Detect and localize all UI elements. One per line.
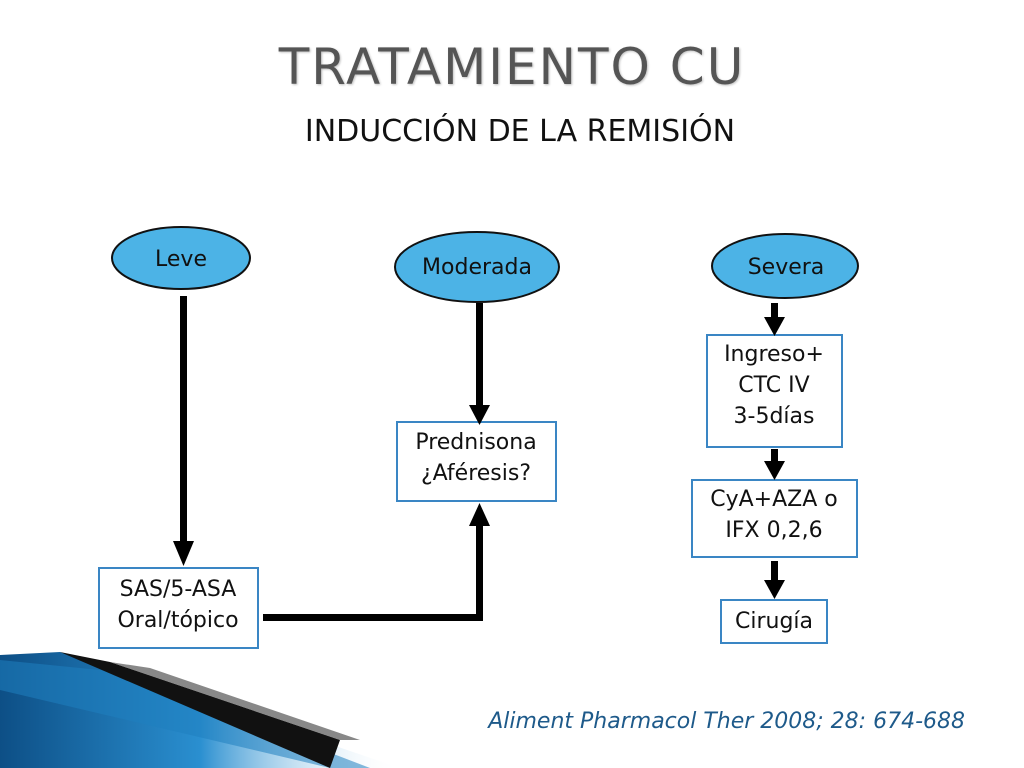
cirugia-label: Cirugía <box>735 609 813 634</box>
cya-box <box>691 479 858 558</box>
arrow-sas-to-prednisona <box>263 503 490 621</box>
arrow-ingreso-to-cya <box>764 449 785 480</box>
slide-subtitle: INDUCCIÓN DE LA REMISIÓN <box>304 114 736 149</box>
ingreso-box <box>706 334 843 448</box>
arrow-leve-to-sas <box>173 296 194 566</box>
cirugia-box <box>720 599 828 644</box>
ingreso-line1: Ingreso+ <box>724 342 824 367</box>
severa-ellipse <box>711 233 859 299</box>
prednisona-box <box>396 421 557 502</box>
prednisona-line1: Prednisona <box>415 430 536 455</box>
moderada-label: Moderada <box>422 255 532 280</box>
prednisona-line2: ¿Aféresis? <box>421 461 531 486</box>
severa-label: Severa <box>748 255 825 280</box>
cya-line1: CyA+AZA o <box>710 487 838 512</box>
arrow-moderada-to-prednisona <box>469 303 490 425</box>
decorative-swoosh <box>0 652 400 768</box>
sas-line1: SAS/5-ASA <box>120 577 237 602</box>
moderada-ellipse <box>394 231 560 303</box>
citation: Aliment Pharmacol Ther 2008; 28: 674-688 <box>488 709 965 734</box>
cya-line2: IFX 0,2,6 <box>725 518 822 543</box>
sas-line2: Oral/tópico <box>117 608 238 633</box>
slide-title: TRATAMIENTO CU <box>278 38 746 96</box>
arrow-severa-to-ingreso <box>764 303 785 336</box>
leve-label: Leve <box>155 247 207 272</box>
leve-ellipse <box>111 226 251 290</box>
ingreso-line3: 3-5días <box>734 404 815 429</box>
ingreso-line2: CTC IV <box>738 373 809 398</box>
sas-box <box>98 567 259 649</box>
arrow-cya-to-cirugia <box>764 561 785 599</box>
